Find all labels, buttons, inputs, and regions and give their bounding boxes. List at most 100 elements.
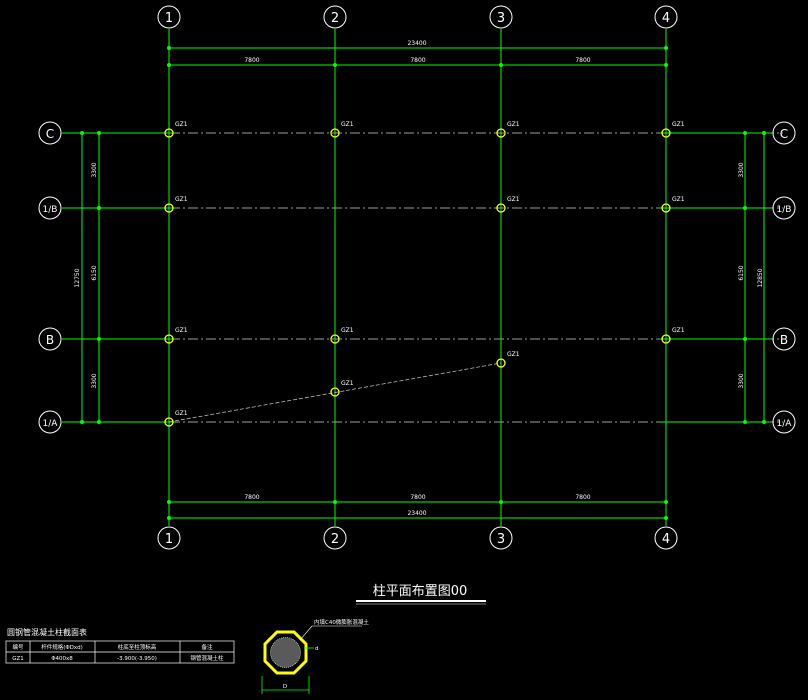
column-c-2 — [330, 128, 340, 138]
column-label-mid-3: GZ1 — [507, 351, 520, 358]
table-header-remark: 备注 — [201, 643, 213, 651]
axis-label-top-3: 3 — [497, 11, 505, 26]
dim-left-total: 12750 — [74, 268, 81, 287]
bubble-top-4 — [654, 5, 678, 29]
bubble-top-1 — [157, 5, 181, 29]
bubble-left-1b — [38, 196, 62, 220]
table-cell-remark: 钢管混凝土柱 — [190, 654, 224, 662]
axis-label-bottom-4: 4 — [662, 532, 670, 547]
axis-label-top-4: 4 — [662, 11, 670, 26]
bottom-dimensions — [167, 500, 668, 520]
axis-label-bottom-2: 2 — [331, 532, 339, 547]
bubble-left-1a — [38, 410, 62, 434]
axis-label-right-c: C — [780, 127, 788, 141]
dim-top-span-1: 7800 — [244, 57, 259, 64]
table-header-id: 编号 — [12, 643, 24, 651]
column-b-2 — [330, 334, 340, 344]
section-outline — [263, 630, 308, 675]
dim-right-total: 12850 — [757, 268, 764, 287]
bubble-bottom-4 — [654, 526, 678, 550]
column-label-c-1: GZ1 — [175, 121, 188, 128]
axis-label-bottom-3: 3 — [497, 532, 505, 547]
axis-center-lines — [62, 132, 783, 423]
column-c-4 — [661, 128, 671, 138]
section-detail — [261, 625, 362, 694]
dim-right-top: 3300 — [738, 162, 745, 177]
bubble-right-1a — [772, 410, 796, 434]
bubble-top-3 — [489, 5, 513, 29]
column-1b-4 — [661, 203, 671, 213]
axis-label-top-1: 1 — [165, 11, 173, 26]
column-c-3 — [496, 128, 506, 138]
left-dimensions — [80, 131, 101, 424]
diagonal-beam-line — [168, 362, 502, 423]
dim-bottom-span-2: 7800 — [410, 494, 425, 501]
bubble-right-1b — [772, 196, 796, 220]
column-label-b-2: GZ1 — [341, 327, 354, 334]
axis-label-left-b: B — [46, 333, 54, 347]
section-note: 内填C40微膨胀混凝土 — [314, 618, 369, 626]
table-header-elevation: 柱底至柱顶标高 — [118, 643, 157, 651]
dim-bottom-span-3: 7800 — [575, 494, 590, 501]
bubble-left-b — [38, 327, 62, 351]
axis-label-right-b: B — [780, 333, 788, 347]
bubble-right-c — [772, 121, 796, 145]
table-cell-elevation: -3.900(-3.950) — [117, 656, 157, 662]
vertical-grid-lines — [168, 29, 667, 526]
axis-label-bottom-1: 1 — [165, 532, 173, 547]
dim-left-top: 3300 — [91, 162, 98, 177]
bubble-bottom-3 — [489, 526, 513, 550]
column-markers — [164, 128, 671, 427]
column-c-1 — [164, 128, 174, 138]
bubble-top-2 — [323, 5, 347, 29]
column-label-1b-4: GZ1 — [672, 196, 685, 203]
column-label-1a-1: GZ1 — [175, 410, 188, 417]
column-label-mid-2: GZ1 — [341, 380, 354, 387]
column-label-1b-3: GZ1 — [507, 196, 520, 203]
column-b-1 — [164, 334, 174, 344]
column-label-b-1: GZ1 — [175, 327, 188, 334]
column-mid-2 — [330, 387, 340, 397]
column-label-c-3: GZ1 — [507, 121, 520, 128]
column-1b-1 — [164, 203, 174, 213]
dim-top-total: 23400 — [407, 40, 426, 47]
bubble-left-c — [38, 121, 62, 145]
bubble-right-b — [772, 327, 796, 351]
axis-label-left-1a: 1/A — [43, 419, 59, 429]
axis-label-left-c: C — [46, 127, 54, 141]
dim-left-middle: 6150 — [91, 265, 98, 280]
dim-right-middle: 6150 — [738, 265, 745, 280]
dim-top-span-2: 7800 — [410, 57, 425, 64]
table-header-spec: 杆件规格(ΦDxd) — [41, 643, 83, 651]
dim-left-bottom: 3300 — [91, 373, 98, 388]
right-dimensions — [743, 131, 766, 424]
column-1a-1 — [164, 417, 174, 427]
column-label-1b-1: GZ1 — [175, 196, 188, 203]
dim-top-span-3: 7800 — [575, 57, 590, 64]
bubble-bottom-1 — [157, 526, 181, 550]
table-cell-id: GZ1 — [12, 656, 24, 662]
dim-bottom-span-1: 7800 — [244, 494, 259, 501]
dim-right-bottom: 3300 — [738, 373, 745, 388]
drawing-title: 柱平面布置图00 — [373, 584, 468, 599]
axis-label-top-2: 2 — [331, 11, 339, 26]
section-table-grid — [5, 640, 235, 664]
bubble-bottom-2 — [323, 526, 347, 550]
axis-label-left-1b: 1/B — [43, 205, 58, 215]
column-1b-3 — [496, 203, 506, 213]
top-dimensions — [167, 46, 668, 67]
column-label-b-4: GZ1 — [672, 327, 685, 334]
dim-bottom-total: 23400 — [407, 510, 426, 517]
axis-label-right-1a: 1/A — [777, 419, 793, 429]
section-d-label: d — [315, 646, 319, 652]
section-concrete-fill — [270, 637, 301, 668]
column-b-4 — [661, 334, 671, 344]
axis-label-right-1b: 1/B — [777, 205, 792, 215]
column-label-c-2: GZ1 — [341, 121, 354, 128]
column-mid-3 — [496, 358, 506, 368]
section-D-label: D — [283, 684, 287, 690]
table-cell-spec: Φ400x8 — [51, 656, 73, 662]
table-title: 圆钢管混凝土柱截面表 — [7, 627, 87, 637]
column-label-c-4: GZ1 — [672, 121, 685, 128]
